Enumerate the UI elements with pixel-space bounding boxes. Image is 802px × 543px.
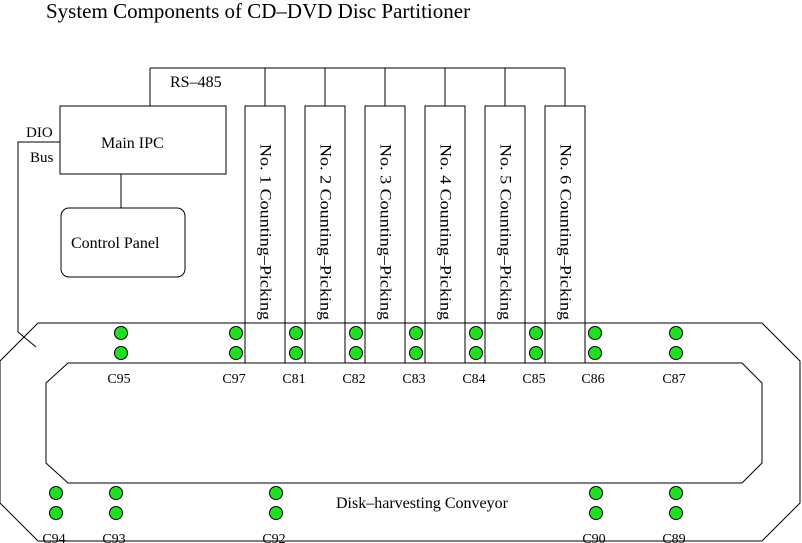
sensor-label: C86	[581, 372, 604, 387]
picking-unit-box	[244, 105, 286, 324]
picking-unit-label: No. 1 Counting–Picking	[257, 144, 274, 320]
picking-unit-station	[304, 322, 346, 364]
bus-side-label: Bus	[30, 150, 54, 166]
picking-unit-station	[484, 322, 526, 364]
sensor-label: C82	[342, 372, 365, 387]
sensor-indicator-icon	[114, 346, 128, 360]
sensor-indicator-icon	[409, 326, 423, 340]
picking-unit-label: No. 3 Counting–Picking	[377, 144, 394, 320]
dio-bus-line	[17, 141, 60, 348]
sensor-indicator-icon	[49, 486, 63, 500]
sensor-indicator-icon	[289, 346, 303, 360]
sensor-label: C97	[222, 372, 245, 387]
sensor-c90: C90	[582, 486, 606, 543]
sensor-c97: C97	[222, 326, 246, 387]
main-ipc-box	[59, 105, 227, 175]
conveyor-outer	[0, 322, 801, 542]
picking-unit-station	[544, 322, 586, 364]
sensor-label: C89	[662, 532, 685, 543]
sensor-label: C90	[582, 532, 605, 543]
picking-unit: No. 6 Counting–Picking	[544, 105, 586, 364]
sensor-indicator-icon	[669, 506, 683, 520]
sensor-indicator-icon	[409, 346, 423, 360]
conveyor-label: Disk–harvesting Conveyor	[336, 495, 509, 512]
sensor-c85: C85	[522, 326, 546, 387]
sensor-label: C81	[282, 372, 305, 387]
sensor-c93: C93	[102, 486, 126, 543]
sensor-c87: C87	[662, 326, 686, 387]
sensor-indicator-icon	[229, 346, 243, 360]
picking-unit: No. 4 Counting–Picking	[424, 105, 466, 364]
sensor-indicator-icon	[529, 346, 543, 360]
control-panel-box	[60, 207, 186, 278]
picking-unit: No. 1 Counting–Picking	[244, 105, 286, 364]
picking-unit-label: No. 6 Counting–Picking	[557, 144, 574, 320]
control-panel-label: Control Panel	[71, 235, 160, 252]
picking-unit-label: No. 5 Counting–Picking	[497, 144, 514, 320]
picking-unit-box	[304, 105, 346, 324]
bus-label: RS–485	[170, 74, 222, 91]
sensor-indicator-icon	[109, 486, 123, 500]
sensor-c83: C83	[402, 326, 426, 387]
sensor-label: C92	[262, 532, 285, 543]
sensor-indicator-icon	[669, 326, 683, 340]
sensor-c86: C86	[581, 326, 605, 387]
sensor-indicator-icon	[469, 326, 483, 340]
sensor-indicator-icon	[669, 346, 683, 360]
sensor-c89: C89	[662, 486, 686, 543]
sensor-indicator-icon	[349, 326, 363, 340]
sensor-indicator-icon	[289, 326, 303, 340]
sensor-label: C93	[102, 532, 125, 543]
conveyor-inner	[45, 362, 763, 484]
sensor-label: C94	[42, 532, 65, 543]
sensor-indicator-icon	[229, 326, 243, 340]
sensor-label: C85	[522, 372, 545, 387]
picking-unit-label: No. 2 Counting–Picking	[317, 144, 334, 320]
sensor-label: C95	[107, 372, 130, 387]
rs485-bus	[149, 67, 566, 106]
picking-unit-box	[364, 105, 406, 324]
sensor-c82: C82	[342, 326, 366, 387]
sensor-indicator-icon	[469, 346, 483, 360]
sensor-indicator-icon	[669, 486, 683, 500]
picking-units: No. 1 Counting–Picking No. 2 Counting–Pic…	[244, 105, 586, 364]
dio-label: DIO	[26, 125, 53, 141]
sensor-c84: C84	[462, 326, 486, 387]
picking-unit-box	[484, 105, 526, 324]
sensor-indicator-icon	[49, 506, 63, 520]
sensor-label: C83	[402, 372, 425, 387]
sensor-indicator-icon	[588, 346, 602, 360]
sensor-indicator-icon	[269, 486, 283, 500]
sensor-indicator-icon	[589, 506, 603, 520]
sensor-indicator-icon	[109, 506, 123, 520]
sensor-c81: C81	[282, 326, 306, 387]
sensor-c94: C94	[42, 486, 66, 543]
picking-unit-station	[364, 322, 406, 364]
picking-unit-box	[424, 105, 466, 324]
picking-unit-station	[424, 322, 466, 364]
sensor-label: C87	[662, 372, 685, 387]
sensor-indicator-icon	[269, 506, 283, 520]
sensor-indicator-icon	[589, 486, 603, 500]
picking-unit-box	[544, 105, 586, 324]
sensor-c95: C95	[107, 326, 131, 387]
sensor-label: C84	[462, 372, 485, 387]
sensor-indicator-icon	[588, 326, 602, 340]
sensor-c92: C92	[262, 486, 286, 543]
picking-unit: No. 5 Counting–Picking	[484, 105, 526, 364]
diagram-title: System Components of CD–DVD Disc Partiti…	[46, 0, 470, 23]
sensor-indicator-icon	[114, 326, 128, 340]
picking-unit-station	[244, 322, 286, 364]
sensor-indicator-icon	[349, 346, 363, 360]
picking-unit: No. 3 Counting–Picking	[364, 105, 406, 364]
main-ipc-label: Main IPC	[101, 135, 164, 152]
sensor-indicator-icon	[529, 326, 543, 340]
picking-unit-label: No. 4 Counting–Picking	[437, 144, 454, 320]
picking-unit: No. 2 Counting–Picking	[304, 105, 346, 364]
